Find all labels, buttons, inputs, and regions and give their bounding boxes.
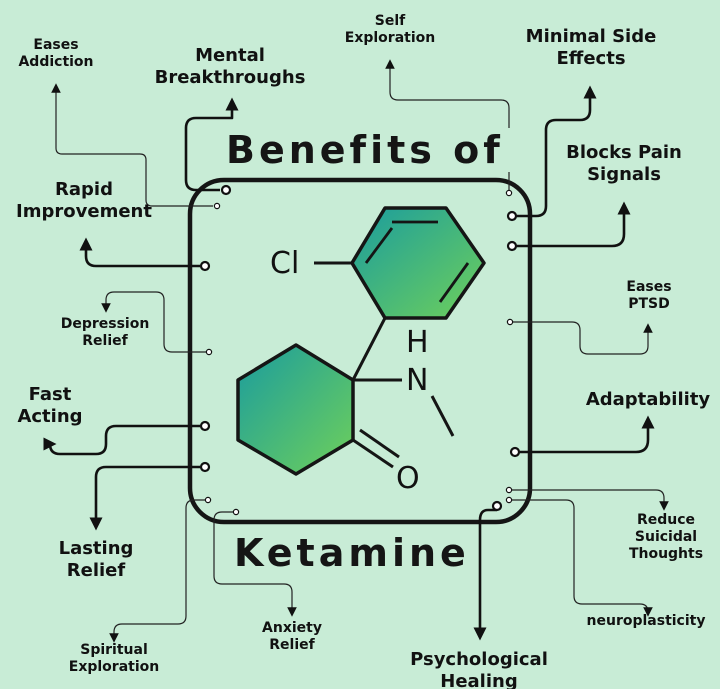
- cyclohexanone-ring: [236, 343, 355, 476]
- node-dot-small: [505, 486, 513, 494]
- title-top: Benefits of: [220, 128, 510, 172]
- title-bottom: Ketamine: [228, 531, 476, 575]
- connector-eases-ptsd: [512, 321, 653, 355]
- node-dot-small: [204, 496, 212, 504]
- benzene-ring: [350, 206, 486, 320]
- atom-o: O: [396, 461, 420, 496]
- bond-methyl: [430, 395, 455, 437]
- node-dot: [491, 500, 503, 512]
- connector-neuroplasticity: [510, 499, 653, 617]
- node-dot: [199, 461, 211, 473]
- bond-ring-link: [351, 317, 387, 381]
- connector-fast-acting: [43, 424, 200, 456]
- node-dot: [506, 240, 518, 252]
- connector-eases-addiction: [51, 83, 213, 207]
- node-dot: [506, 210, 518, 222]
- node-dot: [509, 446, 521, 458]
- node-dot-small: [232, 508, 240, 516]
- node-dot: [199, 420, 211, 432]
- atom-cl: Cl: [270, 246, 300, 281]
- atom-n: N: [406, 363, 429, 398]
- connector-adaptability: [520, 415, 655, 454]
- connector-self-exploration: [385, 59, 510, 192]
- node-dot-small: [505, 496, 513, 504]
- connector-lasting-relief: [89, 465, 200, 531]
- node-dot: [220, 184, 232, 196]
- node-dot-small: [213, 202, 221, 210]
- bond-carbonyl-a: [352, 438, 394, 469]
- connector-anxiety-relief: [213, 511, 297, 617]
- node-dot-small: [205, 348, 213, 356]
- node-dot-small: [506, 318, 514, 326]
- central-frame: [187, 177, 533, 525]
- atom-h: H: [406, 325, 429, 360]
- connector-rapid-improvement: [79, 237, 200, 268]
- connector-spiritual-exploration: [109, 499, 208, 643]
- connector-reduce-suicidal: [510, 489, 669, 511]
- node-dot: [199, 260, 211, 272]
- connector-mental-breakthroughs: [184, 97, 239, 192]
- bond-carbonyl-b: [359, 428, 400, 459]
- label-neuroplasticity: neuroplasticity: [586, 613, 706, 629]
- connector-blocks-pain: [517, 201, 631, 248]
- node-dot-small: [505, 189, 513, 197]
- label-adaptability: Adaptability: [585, 389, 711, 410]
- connector-psychological-healing: [473, 508, 497, 641]
- connector-depression-relief: [101, 291, 208, 353]
- connector-minimal-side-effects: [517, 85, 597, 218]
